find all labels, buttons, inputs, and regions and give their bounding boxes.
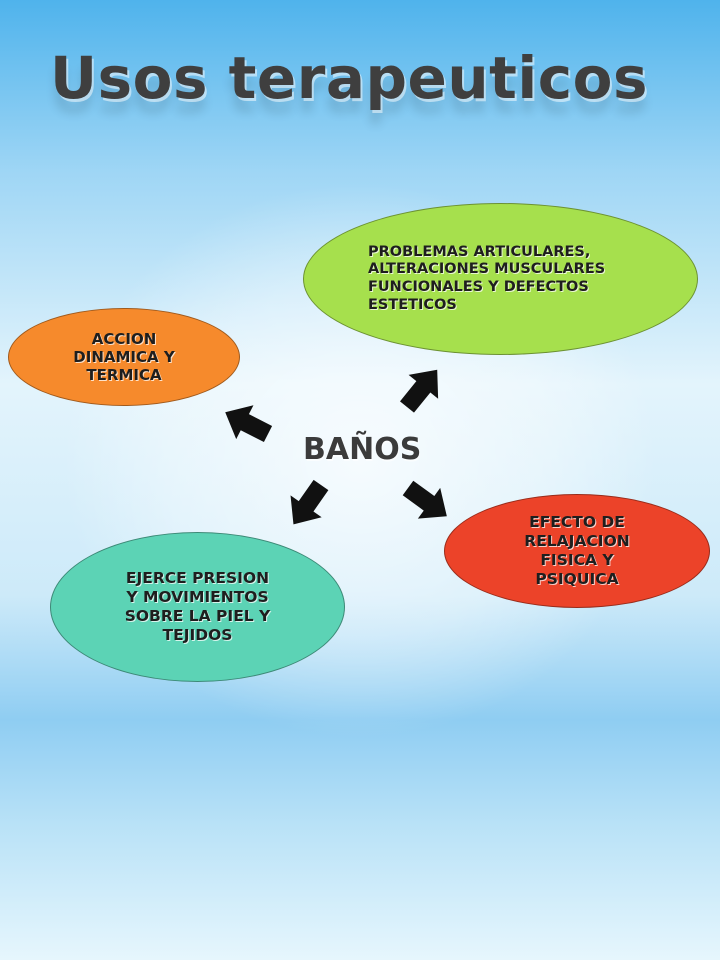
arrow-up-left-icon xyxy=(216,395,277,451)
node-line: ALTERACIONES MUSCULARES xyxy=(368,261,606,278)
node-line: PSIQUICA xyxy=(535,569,619,588)
node-line: SOBRE LA PIEL Y xyxy=(124,607,271,625)
node-problemas-articulares: PROBLEMAS ARTICULARES, ALTERACIONES MUSC… xyxy=(303,203,698,355)
node-label: EJERCE PRESION Y MOVIMIENTOS SOBRE LA PI… xyxy=(125,569,271,645)
node-line: ACCION xyxy=(91,329,157,348)
arrow-down-left-icon xyxy=(277,474,337,536)
node-line: TEJIDOS xyxy=(162,625,233,644)
node-line: FISICA Y xyxy=(540,551,614,569)
arrow-up-right-icon xyxy=(392,357,452,419)
node-line: Y MOVIMIENTOS xyxy=(126,588,269,607)
page-title: Usos terapeuticos xyxy=(50,44,648,112)
node-label: ACCION DINAMICA Y TERMICA xyxy=(73,330,174,385)
node-ejerce-presion: EJERCE PRESION Y MOVIMIENTOS SOBRE LA PI… xyxy=(50,532,345,682)
node-line: RELAJACION xyxy=(524,532,630,551)
center-label: BAÑOS xyxy=(303,432,422,467)
node-line: ESTETICOS xyxy=(368,296,457,313)
node-line: EJERCE PRESION xyxy=(125,569,270,588)
node-line: FUNCIONALES Y DEFECTOS xyxy=(368,279,589,295)
node-efecto-relajacion: EFECTO DE RELAJACION FISICA Y PSIQUICA xyxy=(444,494,710,608)
node-line: TERMICA xyxy=(86,366,162,385)
node-label: PROBLEMAS ARTICULARES, ALTERACIONES MUSC… xyxy=(368,244,605,315)
node-line: EFECTO DE xyxy=(529,513,625,532)
node-line: DINAMICA Y xyxy=(73,347,175,366)
node-accion-dinamica: ACCION DINAMICA Y TERMICA xyxy=(8,308,240,406)
node-label: EFECTO DE RELAJACION FISICA Y PSIQUICA xyxy=(524,513,629,589)
arrow-down-right-icon xyxy=(396,472,459,532)
node-line: PROBLEMAS ARTICULARES, xyxy=(368,243,591,260)
